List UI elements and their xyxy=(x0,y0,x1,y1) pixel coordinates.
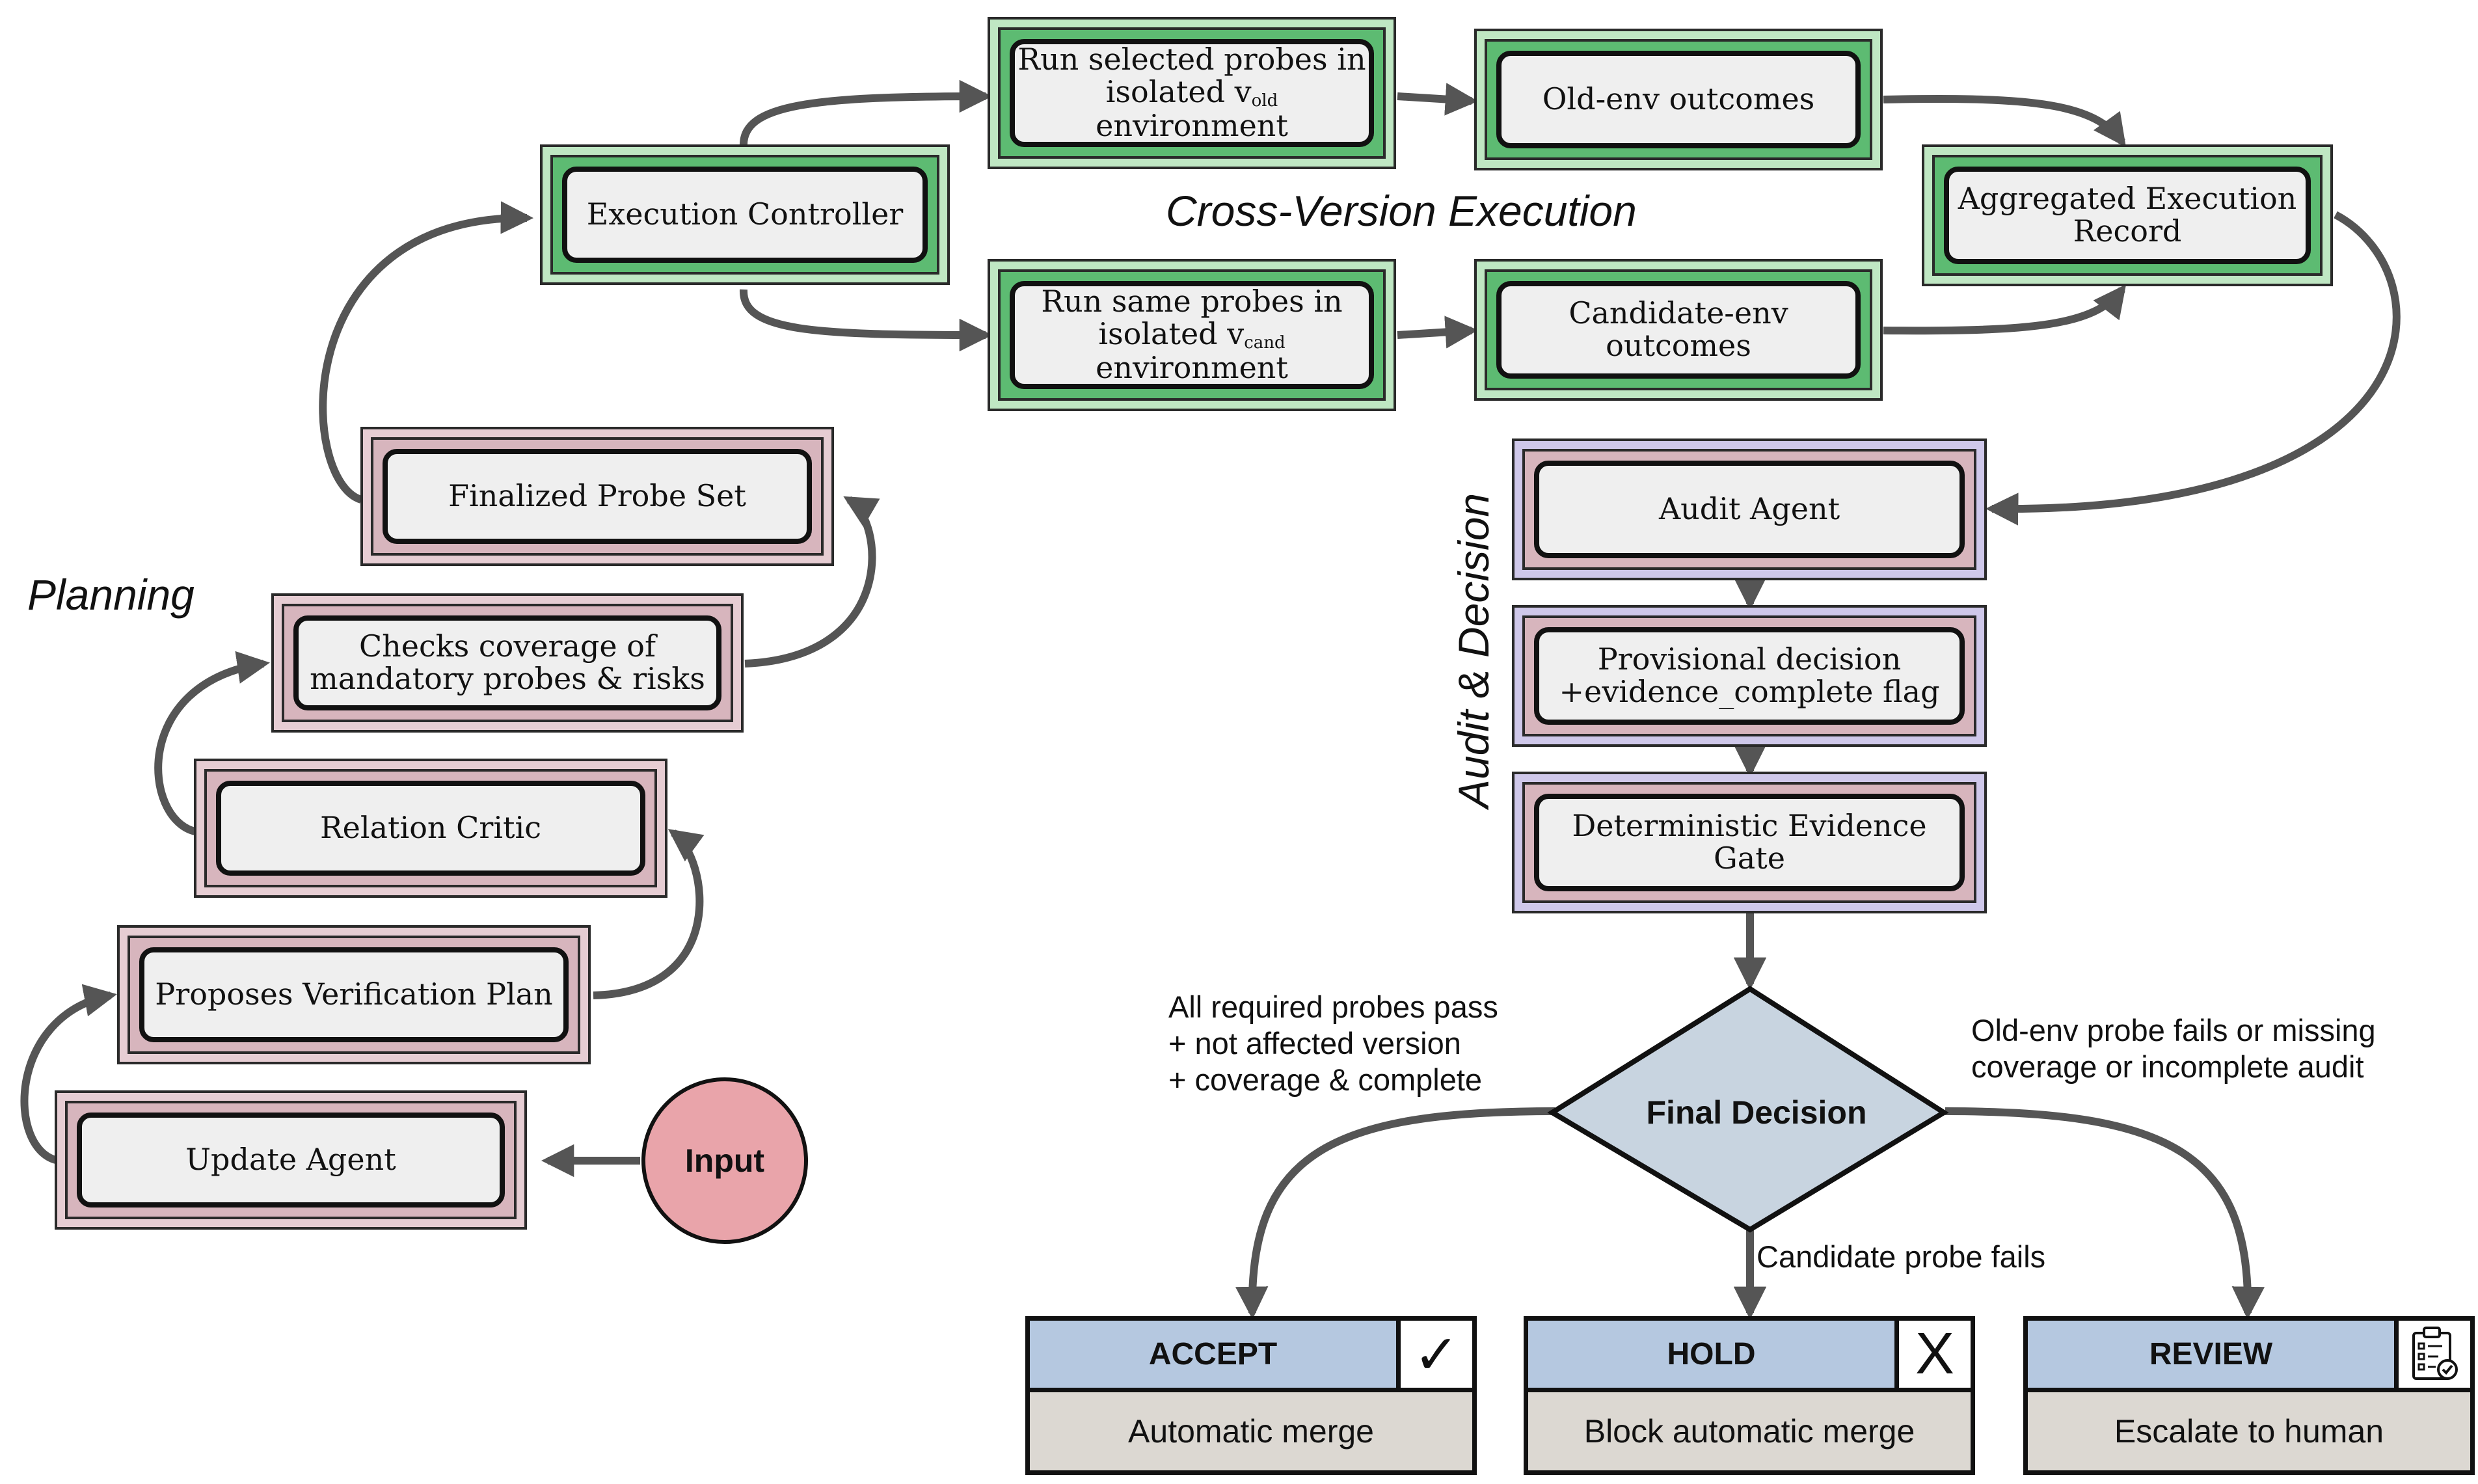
old-outcomes-node: Old-env outcomes xyxy=(1474,29,1883,170)
coverage-check-node: Checks coverage of mandatory probes & ri… xyxy=(271,593,744,733)
arrow-old-outcomes-to-record xyxy=(1883,94,2126,148)
cand-outcomes-label: Candidate-env outcomes xyxy=(1496,281,1861,379)
execution-controller-node: Execution Controller xyxy=(540,144,950,285)
hold-card: HOLD X Block automatic merge xyxy=(1524,1316,1975,1475)
finalized-probe-set-node: Finalized Probe Set xyxy=(360,427,834,566)
input-node: Input xyxy=(641,1077,808,1244)
arrow-finalized-to-controller xyxy=(319,201,534,504)
arrow-decision-to-review xyxy=(1945,1107,2265,1320)
execution-controller-label: Execution Controller xyxy=(562,167,928,263)
arrow-run-cand-to-cand-outcomes xyxy=(1397,316,1479,349)
accept-action: Automatic merge xyxy=(1030,1392,1472,1470)
update-agent-label: Update Agent xyxy=(77,1113,505,1207)
hold-title: HOLD xyxy=(1528,1321,1899,1392)
old-outcomes-label: Old-env outcomes xyxy=(1496,51,1861,148)
provisional-decision-label: Provisional decision +evidence_complete … xyxy=(1534,627,1965,725)
hold-condition-label: Candidate probe fails xyxy=(1757,1239,2046,1274)
arrow-propose-to-critic xyxy=(593,829,705,999)
x-icon: X xyxy=(1899,1321,1971,1392)
arrow-update-to-propose xyxy=(20,984,117,1165)
proposes-plan-label: Proposes Verification Plan xyxy=(139,947,569,1042)
arrow-record-to-audit xyxy=(1985,211,2401,526)
audit-section-label: Audit & Decision xyxy=(1449,492,1498,809)
relation-critic-node: Relation Critic xyxy=(194,759,667,898)
review-card: REVIEW Escalate to human xyxy=(2023,1316,2475,1475)
execution-section-label: Cross-Version Execution xyxy=(1166,187,1637,235)
clipboard-check-icon xyxy=(2399,1321,2470,1392)
final-decision-diamond xyxy=(1547,986,1949,1233)
run-old-text: Run selected probes in isolated vold xyxy=(1017,42,1366,111)
run-old-env-text: environment xyxy=(1096,108,1288,144)
audit-agent-label: Audit Agent xyxy=(1534,461,1965,558)
coverage-check-label: Checks coverage of mandatory probes & ri… xyxy=(293,615,721,710)
accept-condition-label: All required probes pass + not affected … xyxy=(1168,990,1498,1097)
arrow-controller-to-run-old xyxy=(739,79,993,147)
review-title: REVIEW xyxy=(2028,1321,2399,1392)
arrow-run-old-to-old-outcomes xyxy=(1397,83,1479,116)
accept-card: ACCEPT ✓ Automatic merge xyxy=(1025,1316,1477,1475)
relation-critic-label: Relation Critic xyxy=(216,781,645,876)
review-condition-label: Old-env probe fails or missing coverage … xyxy=(1971,1013,2376,1084)
run-cand-node: Run same probes in isolated vcand enviro… xyxy=(988,259,1396,411)
final-decision-label: Final Decision xyxy=(1646,1094,1867,1131)
aggregated-record-label: Aggregated Execution Record xyxy=(1944,167,2311,264)
arrow-cand-outcomes-to-record xyxy=(1883,284,2127,335)
review-action: Escalate to human xyxy=(2028,1392,2470,1470)
run-old-node: Run selected probes in isolated vold env… xyxy=(988,17,1396,169)
evidence-gate-label: Deterministic Evidence Gate xyxy=(1534,794,1965,891)
aggregated-record-node: Aggregated Execution Record xyxy=(1922,144,2333,286)
arrow-controller-to-run-cand xyxy=(739,289,993,352)
hold-action: Block automatic merge xyxy=(1528,1392,1971,1470)
provisional-decision-node: Provisional decision +evidence_complete … xyxy=(1512,605,1987,747)
finalized-probe-set-label: Finalized Probe Set xyxy=(383,449,812,544)
arrow-critic-to-coverage xyxy=(154,651,270,835)
run-cand-text: Run same probes in isolated vcand xyxy=(1041,284,1343,353)
run-cand-label: Run same probes in isolated vcand enviro… xyxy=(1010,281,1374,389)
arrow-coverage-to-finalized xyxy=(744,496,880,668)
checkmark-icon: ✓ xyxy=(1401,1321,1472,1392)
arrow-decision-to-accept xyxy=(1235,1107,1555,1320)
cand-outcomes-node: Candidate-env outcomes xyxy=(1474,259,1883,401)
planning-section-label: Planning xyxy=(27,571,195,619)
evidence-gate-node: Deterministic Evidence Gate xyxy=(1512,772,1987,913)
update-agent-node: Update Agent xyxy=(55,1090,527,1230)
accept-title: ACCEPT xyxy=(1030,1321,1401,1392)
proposes-plan-node: Proposes Verification Plan xyxy=(117,925,591,1064)
run-old-label: Run selected probes in isolated vold env… xyxy=(1010,39,1374,147)
audit-agent-node: Audit Agent xyxy=(1512,438,1987,580)
run-cand-env-text: environment xyxy=(1096,350,1288,386)
